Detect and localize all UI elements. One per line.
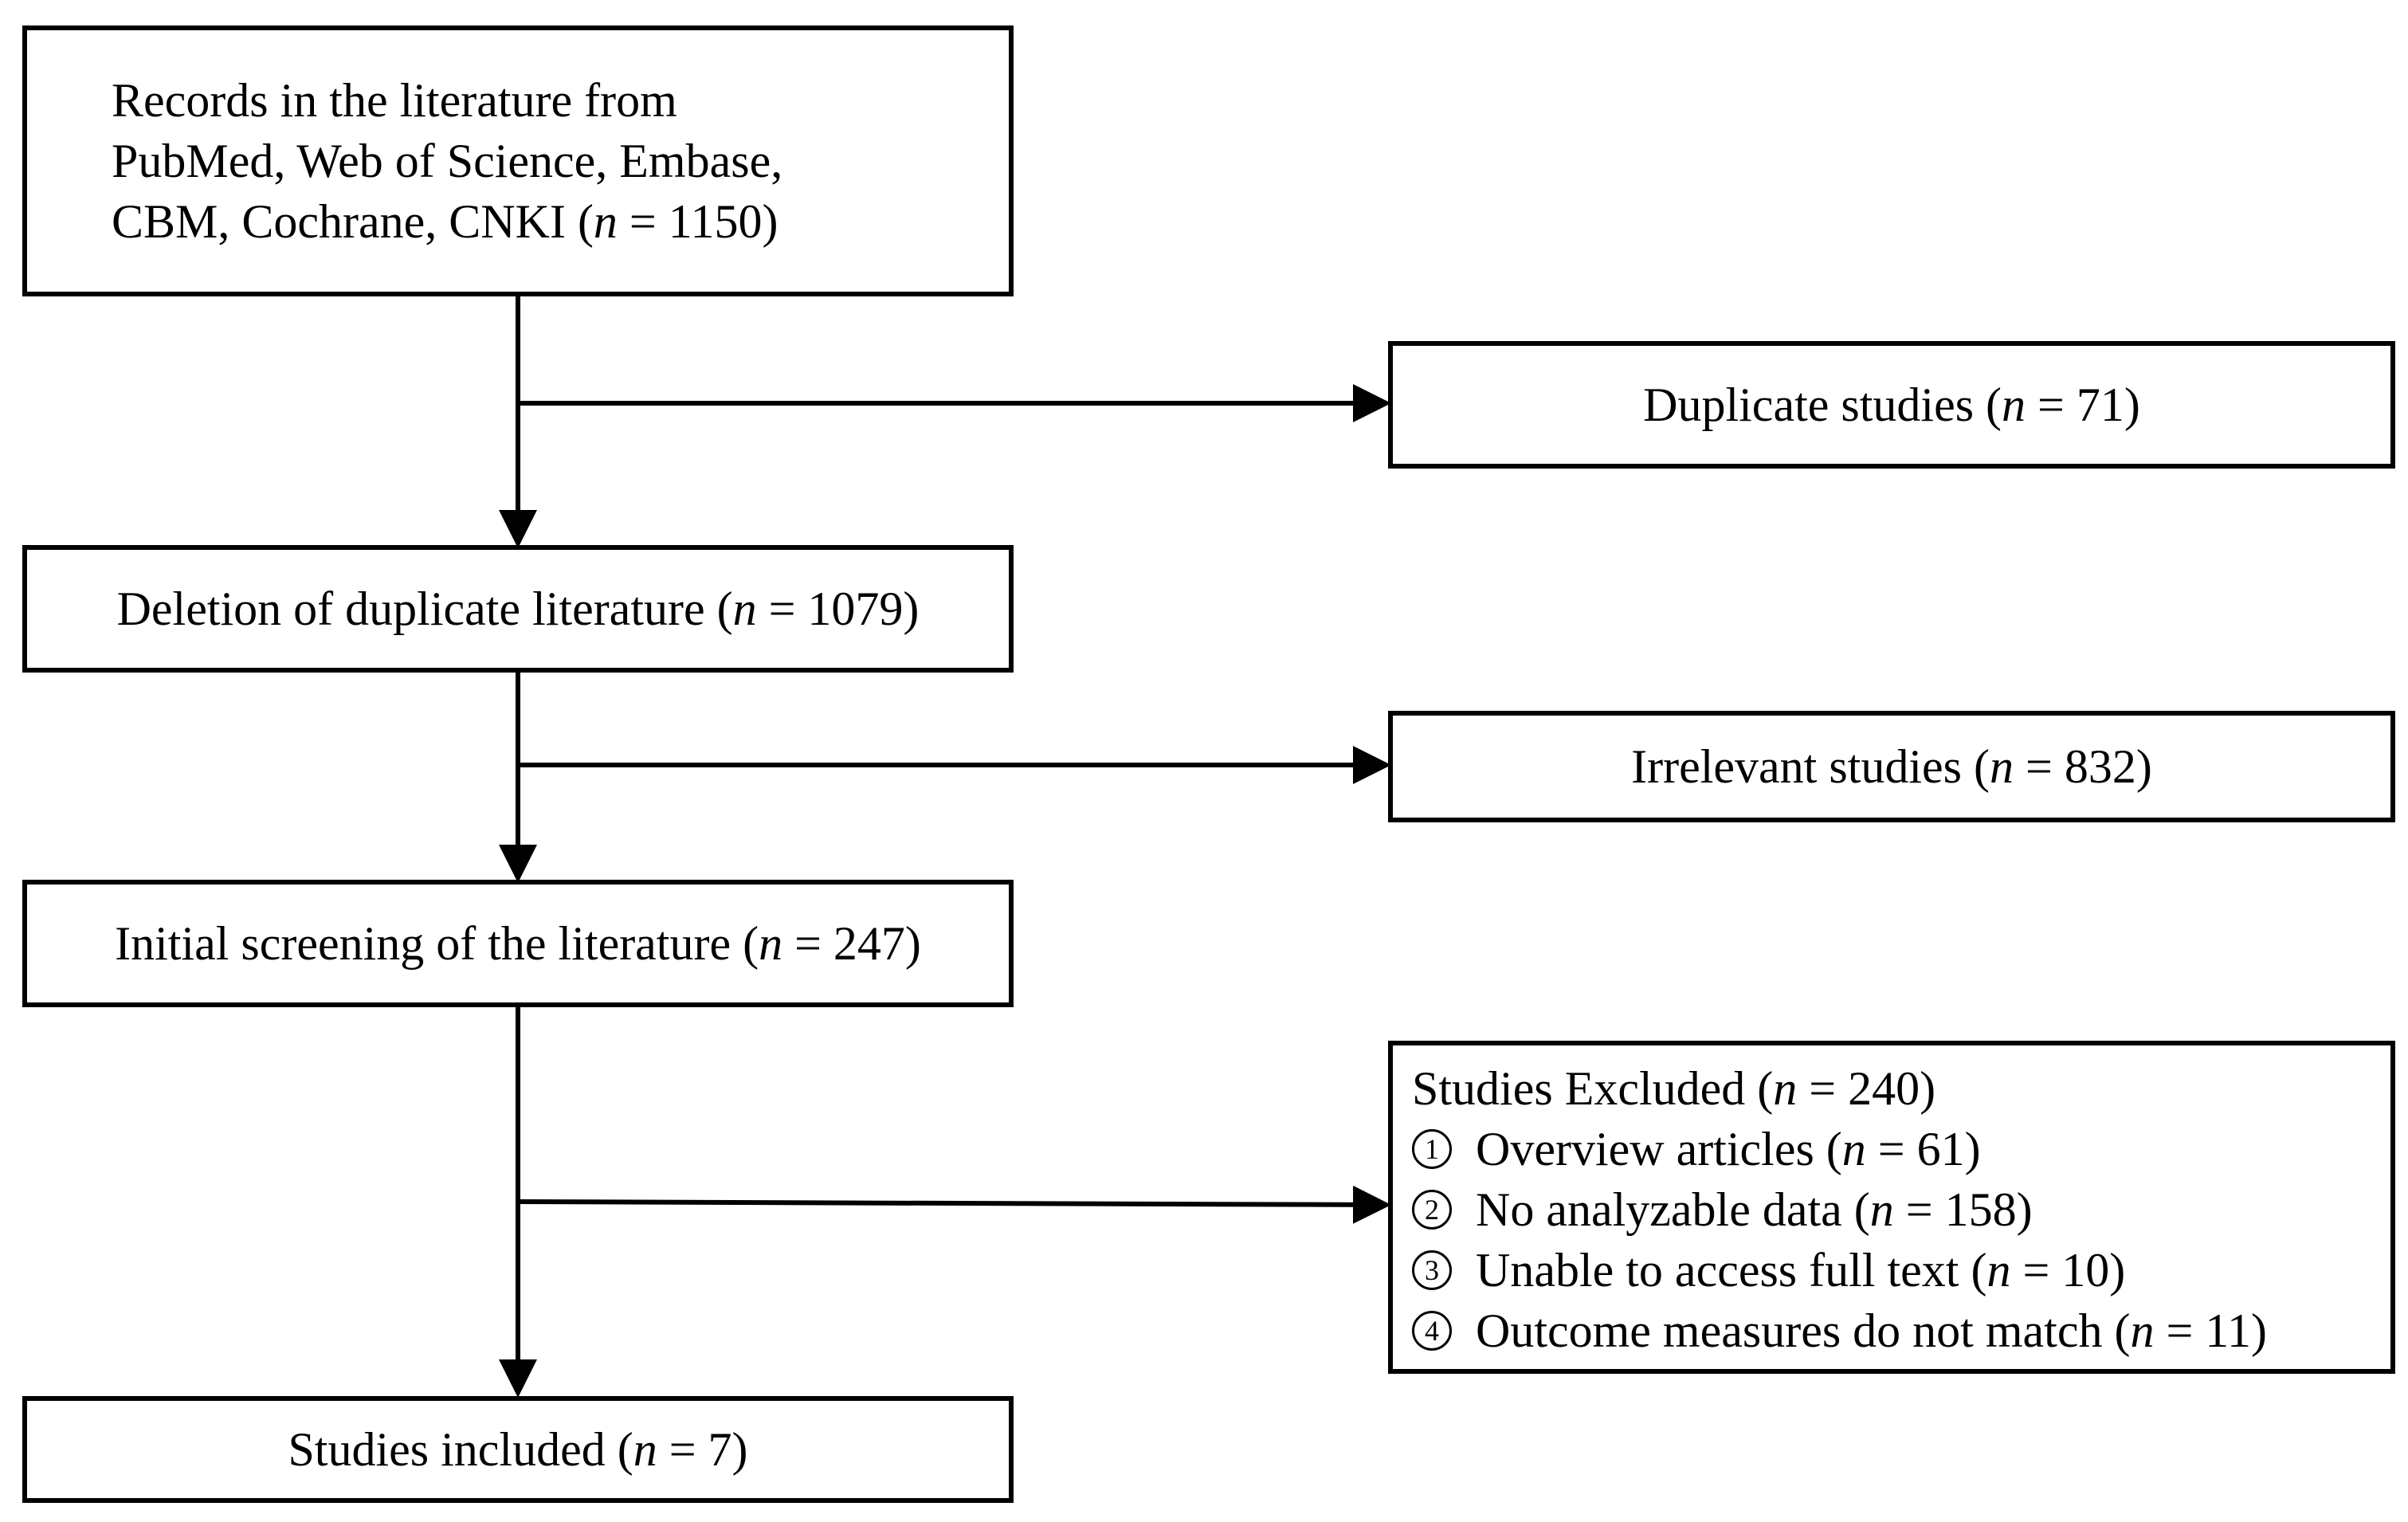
excluded-reason-count: = 61) (1865, 1123, 1981, 1175)
deletion-label: Deletion of duplicate literature (n = 10… (117, 579, 920, 639)
studies-excluded-box: Studies Excluded (n = 240) 1 Overview ar… (1388, 1041, 2395, 1374)
irrelevant-studies-count: = 832) (2014, 740, 2152, 793)
deletion-count: = 1079) (756, 583, 920, 635)
n-symbol: n (1841, 1123, 1866, 1175)
excluded-reason-1: 1 Overview articles (n = 61) (1412, 1119, 2390, 1179)
n-symbol: n (1986, 1244, 2011, 1296)
excluded-reason-count: = 10) (2010, 1244, 2126, 1296)
initial-screening-label: Initial screening of the literature (n =… (115, 913, 921, 974)
excluded-reason-2: 2 No analyzable data (n = 158) (1412, 1179, 2390, 1240)
records-box: Records in the literature from PubMed, W… (22, 25, 1014, 296)
excluded-reason-text: Overview articles ( (1476, 1123, 1842, 1175)
n-symbol: n (759, 917, 783, 970)
n-symbol: n (633, 1423, 657, 1476)
initial-screening-text: Initial screening of the literature ( (115, 917, 759, 970)
initial-screening-box: Initial screening of the literature (n =… (22, 880, 1014, 1007)
studies-excluded-count: = 240) (1797, 1062, 1936, 1115)
circled-number-2-icon: 2 (1412, 1190, 1452, 1230)
irrelevant-studies-text: Irrelevant studies ( (1631, 740, 1990, 793)
excluded-reason-text: No analyzable data ( (1476, 1183, 1870, 1236)
excluded-reason-label: No analyzable data (n = 158) (1476, 1179, 2033, 1240)
studies-included-box: Studies included (n = 7) (22, 1396, 1014, 1503)
n-symbol: n (1869, 1183, 1894, 1236)
records-line-3-text: CBM, Cochrane, CNKI ( (112, 195, 594, 248)
records-line-1: Records in the literature from (112, 74, 677, 127)
records-line-3: CBM, Cochrane, CNKI (n = 1150) (112, 191, 1009, 252)
n-symbol: n (1990, 740, 2014, 793)
duplicate-studies-count: = 71) (2026, 379, 2140, 431)
excluded-reason-label: Unable to access full text (n = 10) (1476, 1240, 2125, 1300)
initial-screening-count: = 247) (782, 917, 921, 970)
excluded-reason-count: = 11) (2154, 1304, 2268, 1357)
n-symbol: n (2002, 379, 2026, 431)
studies-included-label: Studies included (n = 7) (288, 1419, 747, 1480)
studies-included-count: = 7) (657, 1423, 748, 1476)
excluded-reason-3: 3 Unable to access full text (n = 10) (1412, 1240, 2390, 1300)
deletion-box: Deletion of duplicate literature (n = 10… (22, 545, 1014, 673)
deletion-text: Deletion of duplicate literature ( (116, 583, 733, 635)
n-symbol: n (732, 583, 757, 635)
circled-number-3-icon: 3 (1412, 1250, 1452, 1290)
excluded-reason-count: = 158) (1893, 1183, 2033, 1236)
n-symbol: n (593, 195, 618, 248)
irrelevant-studies-label: Irrelevant studies (n = 832) (1631, 736, 2152, 797)
studies-excluded-text: Studies Excluded ( (1412, 1062, 1774, 1115)
duplicate-studies-box: Duplicate studies (n = 71) (1388, 341, 2395, 469)
duplicate-studies-label: Duplicate studies (n = 71) (1643, 375, 2140, 435)
excluded-reason-4: 4 Outcome measures do not match (n = 11) (1412, 1300, 2390, 1361)
duplicate-studies-text: Duplicate studies ( (1643, 379, 2002, 431)
excluded-reason-label: Outcome measures do not match (n = 11) (1476, 1300, 2267, 1361)
circled-number-4-icon: 4 (1412, 1311, 1452, 1351)
irrelevant-studies-box: Irrelevant studies (n = 832) (1388, 711, 2395, 822)
arrow-to-excluded (517, 1185, 1391, 1224)
circled-number-1-icon: 1 (1412, 1129, 1452, 1169)
excluded-reason-text: Unable to access full text ( (1476, 1244, 1987, 1296)
n-symbol: n (2130, 1304, 2155, 1357)
studies-included-text: Studies included ( (288, 1423, 633, 1476)
records-count: = 1150) (617, 195, 778, 248)
records-line-2: PubMed, Web of Science, Embase, (112, 135, 783, 187)
studies-excluded-title: Studies Excluded (n = 240) (1412, 1058, 2390, 1119)
n-symbol: n (1773, 1062, 1798, 1115)
excluded-reason-label: Overview articles (n = 61) (1476, 1119, 1981, 1179)
excluded-reason-text: Outcome measures do not match ( (1476, 1304, 2131, 1357)
